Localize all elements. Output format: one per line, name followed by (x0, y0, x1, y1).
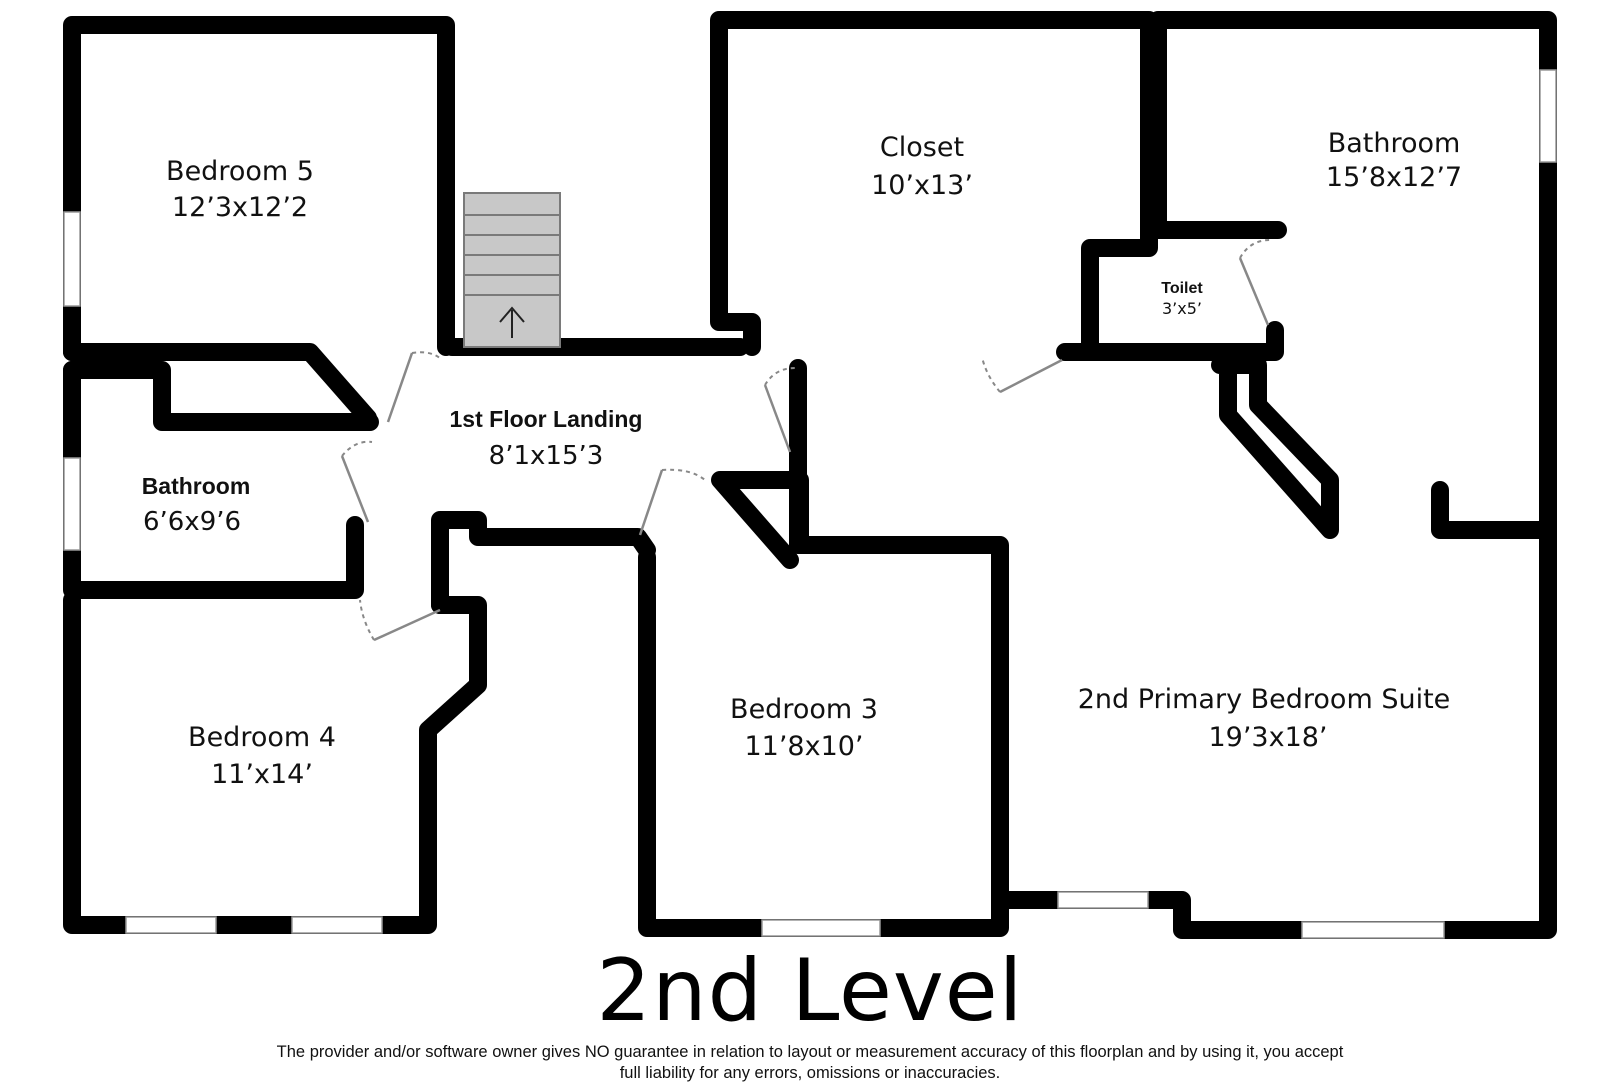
small-bathroom-dim: 6’6x9’6 (143, 507, 241, 537)
bedroom4-name: Bedroom 4 (188, 722, 336, 753)
disclaimer-line-2: full liability for any errors, omissions… (619, 1064, 1001, 1082)
disclaimer-line-1: The provider and/or software owner gives… (276, 1043, 1344, 1061)
window-bedroom3 (761, 919, 881, 937)
window-small-bathroom (63, 457, 81, 551)
wall-bedroom4 (63, 591, 487, 934)
window-primary-bathroom (1539, 69, 1557, 163)
wall-bedroom3 (638, 471, 1009, 937)
window-suite-left (1057, 891, 1149, 909)
small-bathroom-name: Bathroom (142, 473, 251, 499)
bedroom4-dim: 11’x14’ (211, 759, 313, 790)
room-labels: Bedroom 5 12’3x12’2 Closet 10’x13’ Bathr… (142, 128, 1462, 790)
closet-dim: 10’x13’ (871, 170, 973, 201)
window-bedroom4-right (291, 916, 383, 934)
primary-bathroom-dim: 15’8x12’7 (1326, 162, 1462, 193)
primary-bathroom-name: Bathroom (1328, 128, 1461, 159)
wall-small-bathroom-top (63, 361, 379, 431)
toilet-name: Toilet (1161, 280, 1203, 297)
bedroom3-name: Bedroom 3 (730, 694, 878, 725)
windows (63, 69, 1557, 939)
toilet-dim: 3’x5’ (1162, 299, 1202, 318)
bedroom3-dim: 11’8x10’ (744, 731, 863, 762)
window-bedroom5 (63, 211, 81, 307)
wall-bath-diagonal (1211, 356, 1339, 539)
primary-suite-dim: 19’3x18’ (1208, 722, 1327, 753)
primary-suite-name: 2nd Primary Bedroom Suite (1078, 684, 1451, 715)
bedroom5-dim: 12’3x12’2 (172, 192, 308, 223)
level-title: 2nd Level (596, 941, 1024, 1041)
window-suite-right (1301, 921, 1445, 939)
walls (63, 11, 1557, 939)
landing-name: 1st Floor Landing (450, 406, 643, 432)
window-bedroom4-left (125, 916, 217, 934)
wall-bedroom5-bottom (63, 343, 377, 427)
landing-dim: 8’1x15’3 (489, 441, 604, 471)
arrow-up-icon (499, 306, 525, 338)
wall-primary-bathroom (1149, 11, 1557, 539)
disclaimer: The provider and/or software owner gives… (0, 1042, 1620, 1084)
staircase (463, 192, 561, 348)
wall-toilet-bottom (1081, 321, 1284, 361)
wall-bedroom5 (63, 16, 455, 361)
closet-name: Closet (880, 132, 964, 163)
bedroom5-name: Bedroom 5 (166, 156, 314, 187)
doors (340, 239, 1271, 642)
wall-bedroom4-corridor (431, 511, 656, 614)
